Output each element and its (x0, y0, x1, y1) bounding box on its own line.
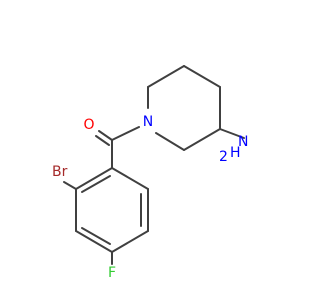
amine-nitrogen-label: N (238, 134, 248, 150)
bond-ar4-ar5 (111, 230, 149, 253)
bond-ar3-ar4 (75, 230, 113, 253)
bond-carbonyl-o-a (98, 130, 113, 141)
bond-ar1-ar2 (75, 167, 113, 190)
bond-ar1-ar2-inner (81, 175, 111, 193)
bond-c5-c6 (183, 128, 221, 151)
molecule-structure: O N N H 2 Br F (52, 65, 248, 281)
ring-nitrogen-atom-label: N (143, 114, 153, 130)
bromine-atom-label: Br (52, 164, 68, 180)
oxygen-atom-label: O (83, 117, 94, 133)
bond-carbonyl-o-b (95, 135, 110, 146)
bond-ar6-ar1 (111, 167, 149, 190)
bond-c2-c3 (147, 65, 185, 88)
bonds (63, 65, 245, 265)
amine-subscript-label: 2 (219, 149, 228, 165)
fluorine-atom-label: F (108, 265, 116, 281)
bond-ar3-ar4-inner (81, 227, 111, 245)
amine-group-label: N H 2 (219, 134, 248, 165)
bond-c5-amine (219, 128, 245, 139)
amine-hydrogen-label: H (230, 145, 241, 161)
bond-n1-carbonyl (111, 126, 140, 141)
bond-c6-n1 (155, 132, 185, 151)
bond-c3-c4 (183, 65, 221, 88)
bond-ar2-br (63, 181, 77, 190)
